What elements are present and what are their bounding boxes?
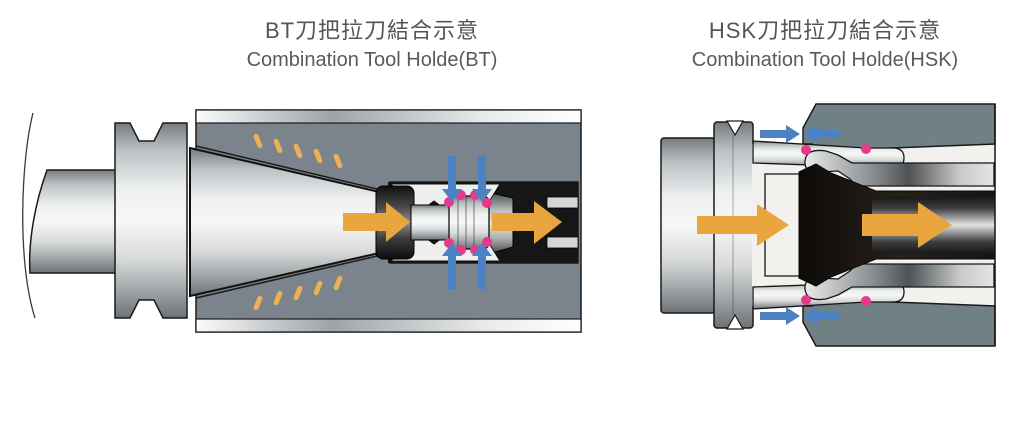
friction-mark — [333, 275, 343, 291]
clamp-arrow-up-icon — [472, 243, 492, 289]
contact-dot — [482, 237, 492, 247]
clamp-arrow-right-icon — [760, 125, 800, 143]
hsk-flange-notch-top — [725, 120, 745, 137]
friction-mark — [273, 138, 283, 154]
friction-mark — [333, 153, 343, 169]
clamp-arrow-down-icon — [472, 156, 492, 202]
bt-break-line — [22, 112, 36, 319]
contact-dot — [861, 144, 871, 154]
bt-spindle-bottom-liner — [195, 318, 582, 333]
bt-pull-stud-head — [448, 195, 490, 250]
clamp-arrow-left-icon — [803, 125, 840, 143]
tool-holder-cross-section-diagrams — [22, 103, 996, 347]
pull-arrow-right-icon — [343, 202, 410, 242]
friction-mark — [253, 295, 263, 311]
contact-dot — [801, 295, 811, 305]
bt-title-chinese: BT刀把拉刀結合示意 — [264, 18, 480, 43]
friction-mark — [313, 280, 323, 296]
bt-diagram — [22, 109, 582, 333]
hsk-title-block: HSK刀把拉刀結合示意 Combination Tool Holde(HSK) — [640, 16, 1010, 75]
hsk-clamp-arrows — [760, 125, 840, 325]
hsk-contact-dots — [801, 144, 871, 306]
bt-spindle-top-liner — [195, 109, 582, 124]
bt-friction-marks — [253, 133, 343, 311]
hsk-diagram — [660, 103, 996, 347]
hsk-spindle-bottom-outline — [802, 297, 996, 347]
bt-title-block: BT刀把拉刀結合示意 Combination Tool Holde(BT) — [170, 16, 574, 75]
pull-arrow-right-icon — [697, 204, 789, 246]
friction-mark — [293, 143, 303, 159]
bt-pull-stud-ring-lines — [457, 197, 475, 248]
hsk-flange-notch-bottom — [725, 313, 745, 330]
bt-drawbar-notch-top — [546, 196, 579, 209]
bt-pull-stud-shaft — [410, 204, 452, 241]
friction-mark — [273, 290, 283, 306]
contact-dot — [861, 296, 871, 306]
bt-contact-dots — [444, 190, 492, 255]
hsk-title-chinese: HSK刀把拉刀結合示意 — [708, 18, 942, 43]
hsk-pull-arrows — [697, 202, 952, 248]
bt-clamp-arrows — [442, 156, 492, 289]
contact-dot — [482, 198, 492, 208]
pull-arrow-right-icon — [492, 201, 562, 244]
bt-drawbar-notch-bottom — [546, 236, 579, 249]
clamp-arrow-down-icon — [442, 156, 462, 202]
bt-flange-v-groove — [114, 122, 188, 319]
clamp-arrow-up-icon — [442, 243, 462, 289]
friction-mark — [313, 148, 323, 164]
bt-holder-shaft — [28, 169, 119, 274]
clamp-arrow-left-icon — [803, 307, 840, 325]
bt-title-english: Combination Tool Holde(BT) — [246, 49, 498, 71]
bt-pull-arrows — [343, 201, 562, 244]
friction-mark — [253, 133, 263, 149]
clamp-arrow-right-icon — [760, 307, 800, 325]
hsk-spindle-top-outline — [802, 103, 996, 153]
contact-dot — [801, 145, 811, 155]
pull-arrow-right-icon — [862, 202, 952, 248]
friction-mark — [293, 285, 303, 301]
hsk-title-english: Combination Tool Holde(HSK) — [691, 49, 959, 71]
